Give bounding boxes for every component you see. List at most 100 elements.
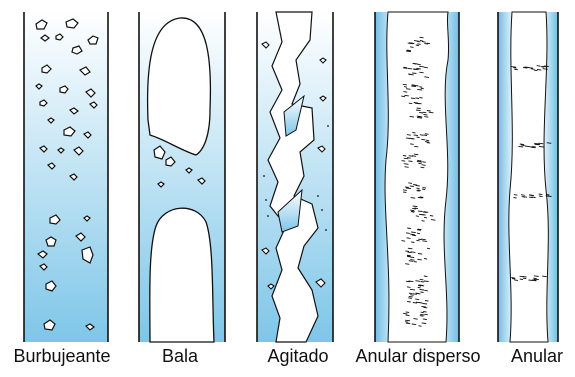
droplet-dash [420, 292, 423, 293]
slug-tube [139, 12, 225, 342]
droplet-dash [511, 67, 516, 68]
droplet-dash [413, 294, 417, 295]
droplet-dash [427, 248, 430, 249]
droplet-dash [424, 117, 428, 118]
droplet-dash [406, 323, 410, 324]
droplet-dash [410, 138, 413, 139]
droplet-dash [403, 84, 407, 85]
droplet-dash [416, 98, 420, 99]
droplet-dash [521, 145, 525, 146]
droplet-dash [422, 241, 427, 242]
droplet-dash [409, 296, 413, 297]
droplet-dash [420, 41, 423, 42]
droplet-dash [424, 67, 428, 68]
droplet-dash [407, 228, 411, 229]
droplet-dash [416, 216, 419, 217]
droplet-dash [401, 96, 405, 97]
droplet-dash [419, 72, 423, 73]
droplet-dash [422, 307, 427, 308]
droplet-dash [418, 229, 422, 230]
droplet-dash [425, 44, 428, 45]
droplet-dash [534, 70, 537, 71]
droplet-dash [412, 208, 416, 209]
droplet-dash [406, 312, 409, 313]
droplet-dash [420, 289, 425, 290]
droplet-dash [405, 251, 409, 252]
droplet-dash [417, 103, 422, 104]
droplet-dash [419, 303, 422, 304]
droplet-dash [401, 241, 405, 242]
label-bubbly: Burbujeante [13, 346, 110, 367]
droplet-dash [416, 188, 419, 189]
droplet-dash [407, 158, 411, 159]
droplet-dash [413, 63, 418, 64]
droplet [327, 125, 329, 127]
droplet-dash [539, 143, 544, 144]
droplet-dash [425, 301, 429, 302]
droplet-dash [423, 135, 427, 136]
droplet-dash [404, 158, 409, 159]
droplet-dash [416, 240, 419, 241]
droplet-dash [407, 287, 411, 288]
droplet-dash [424, 281, 429, 282]
droplet-dash [419, 98, 422, 99]
droplet [317, 195, 319, 197]
droplet-dash [419, 112, 423, 113]
droplet-dash [417, 160, 421, 161]
droplet-dash [424, 259, 427, 260]
droplet-dash [410, 234, 415, 235]
annular-gas-core [509, 12, 548, 342]
droplet-dash [407, 238, 411, 239]
droplet-dash [410, 116, 414, 117]
droplet-dash [511, 278, 515, 279]
droplet-dash [409, 281, 414, 282]
droplet-dash [416, 68, 421, 69]
droplet-dash [406, 138, 410, 139]
droplet-dash [402, 161, 406, 162]
droplet-dash [423, 112, 427, 113]
droplet-dash [425, 134, 429, 135]
droplet-dash [547, 196, 552, 197]
droplet-dash [403, 68, 407, 69]
droplet-dash [546, 194, 549, 195]
droplet-dash [413, 303, 417, 304]
droplet-dash [419, 326, 422, 327]
droplet-dash [523, 277, 527, 278]
dispersed-annular-tube [375, 12, 459, 342]
droplet-dash [543, 69, 548, 70]
droplet-dash [418, 286, 421, 287]
droplet-dash [405, 187, 409, 188]
droplet [321, 209, 323, 211]
droplet-dash [417, 64, 420, 65]
droplet-dash [409, 261, 413, 262]
droplet-dash [425, 314, 428, 315]
droplet-dash [529, 197, 533, 198]
droplet-dash [418, 211, 423, 212]
droplet-dash [418, 254, 422, 255]
droplet-dash [421, 88, 424, 89]
droplet-dash [408, 68, 412, 69]
droplet-dash [403, 155, 406, 156]
droplet-dash [422, 165, 426, 166]
droplet-dash [417, 161, 422, 162]
droplet-dash [528, 68, 533, 69]
droplet-dash [424, 115, 428, 116]
droplet-dash [412, 156, 416, 157]
droplet-dash [537, 66, 541, 67]
droplet-dash [406, 89, 411, 90]
label-annular: Anular [511, 346, 563, 367]
droplet-dash [408, 252, 412, 253]
droplet-dash [412, 324, 417, 325]
taylor-bubble-lower [150, 208, 214, 342]
droplet-dash [427, 111, 431, 112]
droplet-dash [404, 164, 409, 165]
droplet-dash [418, 197, 423, 198]
droplet-dash [521, 195, 525, 196]
droplet-dash [531, 147, 535, 148]
droplet-dash [411, 198, 416, 199]
droplet-dash [404, 87, 407, 88]
droplet-dash [417, 259, 421, 260]
droplet-dash [417, 41, 420, 42]
droplet-dash [412, 73, 416, 74]
